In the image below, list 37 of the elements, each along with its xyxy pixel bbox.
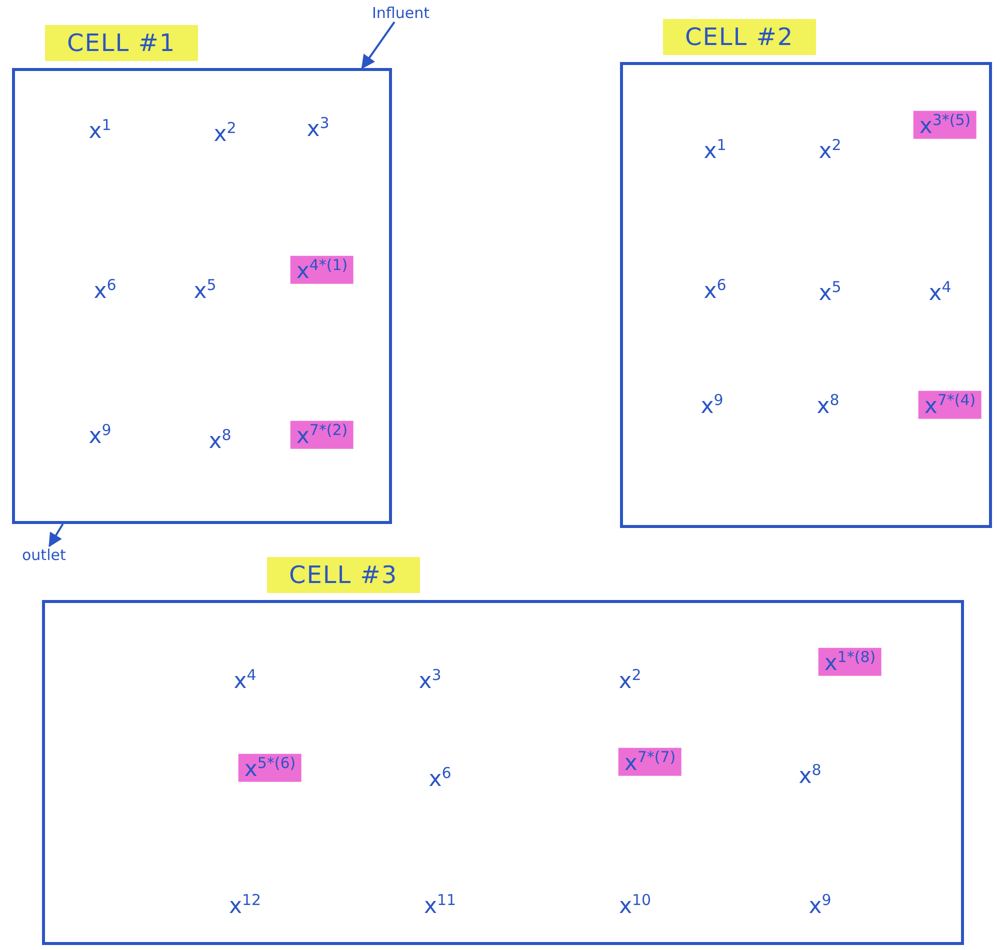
- point-label: x$^{4}$: [928, 278, 952, 306]
- highlighted-point-label: x$^{3*(5)}$: [913, 110, 977, 140]
- point-label: x$^{2}$: [214, 118, 236, 148]
- point-label: x$^{8}$: [208, 426, 232, 454]
- point-label: x$^{11}$: [424, 890, 456, 920]
- point-label: x$^{1}$: [88, 116, 112, 144]
- point-label: x$^{5}$: [194, 276, 216, 304]
- point-label: x$^{10}$: [618, 890, 652, 920]
- point-label: x$^{9}$: [700, 390, 724, 420]
- cell-heading: CELL #1: [45, 25, 198, 61]
- point-label: x$^{4}$: [234, 666, 256, 694]
- point-label: x$^{2}$: [818, 136, 842, 164]
- highlighted-point-label: x$^{5*(6)}$: [238, 754, 302, 782]
- point-label: x$^{8}$: [798, 760, 822, 790]
- point-label: x$^{12}$: [228, 890, 262, 920]
- cell-heading: CELL #2: [663, 19, 816, 55]
- arrow: [48, 523, 64, 548]
- point-label: x$^{8}$: [816, 390, 840, 420]
- point-label: x$^{1}$: [704, 136, 726, 164]
- flow-label: Influent: [372, 4, 430, 22]
- point-label: x$^{3}$: [418, 666, 442, 694]
- point-label: x$^{9}$: [88, 420, 112, 450]
- flow-label: outlet: [22, 546, 66, 564]
- highlighted-point-label: x$^{1*(8)}$: [818, 648, 882, 676]
- point-label: x$^{3}$: [306, 114, 330, 142]
- cell-heading: CELL #3: [267, 557, 420, 593]
- point-label: x$^{6}$: [94, 276, 116, 304]
- arrow: [361, 21, 396, 70]
- highlighted-point-label: x$^{7*(7)}$: [618, 748, 682, 776]
- highlighted-point-label: x$^{4*(1)}$: [290, 256, 354, 284]
- highlighted-point-label: x$^{7*(4)}$: [918, 390, 982, 420]
- point-label: x$^{2}$: [618, 666, 642, 694]
- point-label: x$^{6}$: [428, 764, 452, 792]
- highlighted-point-label: x$^{7*(2)}$: [290, 420, 354, 450]
- point-label: x$^{5}$: [818, 278, 842, 306]
- point-label: x$^{6}$: [704, 276, 726, 304]
- point-label: x$^{9}$: [808, 890, 832, 920]
